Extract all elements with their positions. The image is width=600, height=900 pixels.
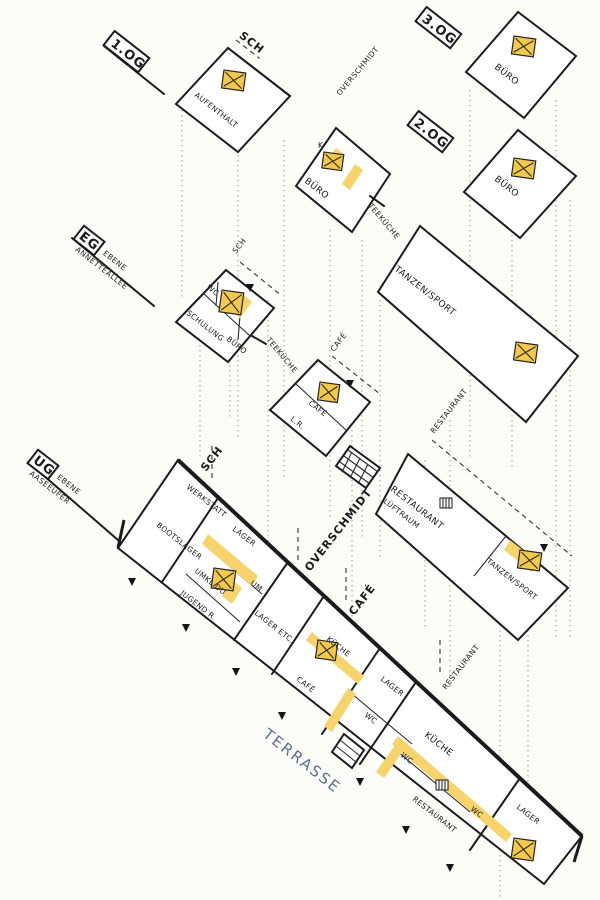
room-restaurant-eg: [374, 452, 570, 642]
level-ug: SCH OVERSCHMIDT CAFÉ RESTAURANT: [116, 444, 584, 886]
label-terrasse: TERRASSE: [259, 724, 345, 796]
level-eg-label: EG EBENE ANNETTEALLEE: [71, 224, 155, 307]
level-eg-restaurant: RESTAURANT RESTAURANT LÜFTRAUM TANZEN/SP…: [374, 387, 573, 642]
room-cafe-eg: [268, 358, 372, 458]
label-restaurant-ug: RESTAURANT: [440, 643, 481, 692]
entrance-arrow-icon: [278, 712, 286, 720]
level-eg-hall: TANZEN/SPORT: [376, 224, 580, 424]
room-buero-1og: [294, 126, 392, 234]
entrance-arrow-icon: [246, 284, 254, 292]
room-aufenthalt: [174, 46, 292, 154]
entrance-arrow-icon: [540, 544, 548, 552]
label-restaurant-eg: RESTAURANT: [428, 387, 469, 436]
label-cafe-eg: CAFÉ: [328, 331, 348, 353]
entrance-arrow-icon: [446, 864, 454, 872]
label-sch-eg: SCH: [230, 236, 248, 255]
level-3og: 3.OG BÜRO: [414, 5, 578, 120]
label-overschmidt-1og: OVERSCHMIDT: [335, 45, 381, 98]
level-1og-overschmidt: OVERSCHMIDT K BÜRO TEEKÜCHE: [294, 45, 402, 241]
label-teekueche-eg: TEEKÜCHE: [264, 335, 300, 375]
room-buero-3og: [464, 10, 578, 120]
entrance-arrow-icon: [356, 778, 364, 786]
entrance-arrow-icon: [346, 380, 354, 388]
room-buero-2og: [462, 128, 578, 240]
level-eg-sch: SCH WC SCHULUNG BÜRO TEEKÜCHE: [174, 236, 300, 375]
level-1og: 1.OG SCH AUFENTHALT: [102, 29, 292, 154]
label-overschmidt-ug: OVERSCHMIDT: [302, 486, 375, 574]
entrance-arrow-icon: [232, 668, 240, 676]
level-eg-cafe: CAFÉ CAFÉ L.R.: [268, 331, 381, 458]
entrance-arrow-icon: [182, 624, 190, 632]
room-block-sch-eg: [174, 268, 276, 364]
room-tanzen-sport-eg: [376, 224, 580, 424]
room-label-k-1og: K: [318, 141, 324, 150]
entrance-arrow-icon: [128, 578, 136, 586]
level-ug-label: UG EBENE AASEEUFER: [26, 448, 119, 541]
stair-hatch-icon: [334, 444, 382, 490]
entrance-arrow-icon: [402, 826, 410, 834]
label-cafe-ug: CAFÉ: [346, 582, 378, 618]
stair-hatch-icon: [330, 732, 366, 770]
level-2og: 2.OG BÜRO: [406, 109, 578, 240]
